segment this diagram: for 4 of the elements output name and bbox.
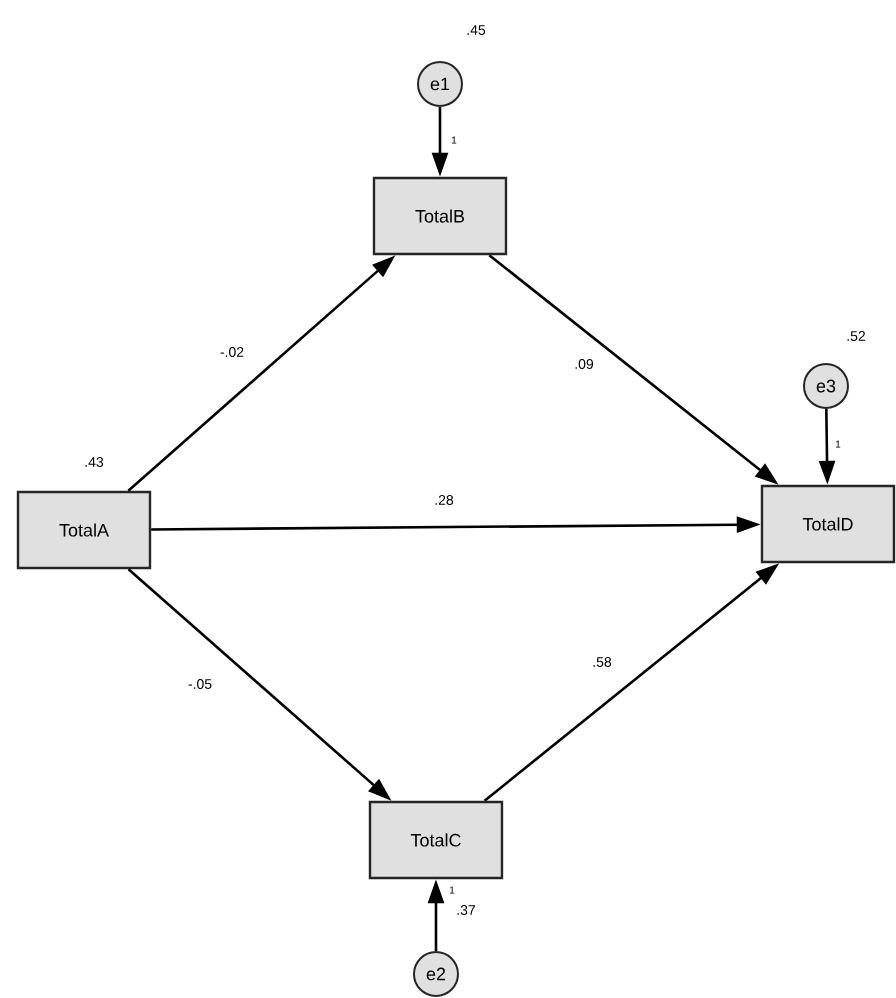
variable-box: TotalA (16, 490, 152, 570)
variable-box: TotalD (760, 484, 896, 564)
variable-box: TotalC (368, 800, 504, 880)
variable-box: TotalB (372, 176, 508, 256)
